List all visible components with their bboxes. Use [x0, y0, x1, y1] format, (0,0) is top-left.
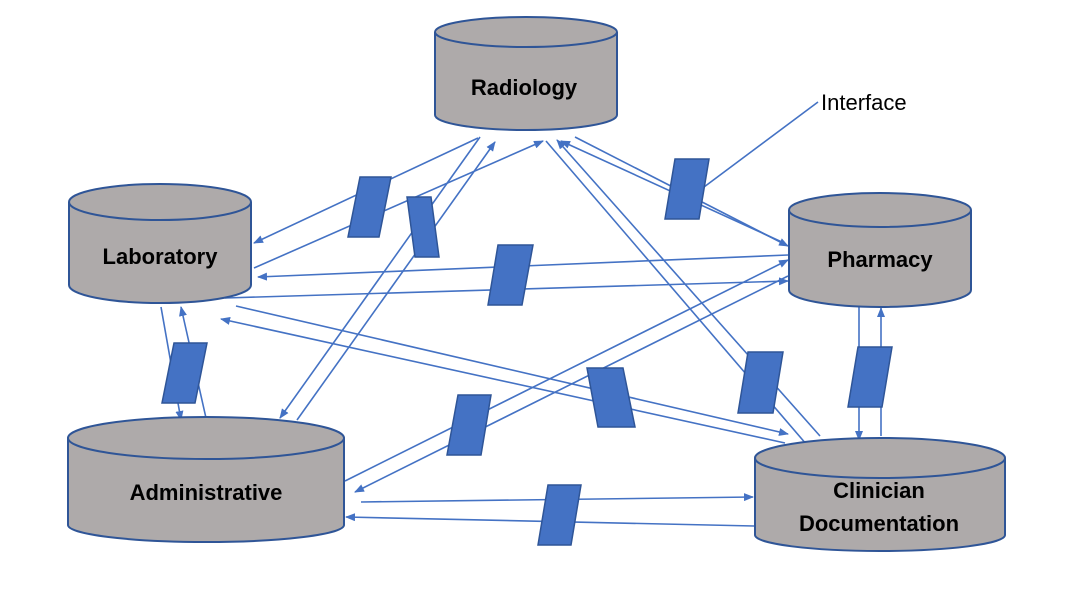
- interface-laboratory-pharmacy[interactable]: [487, 244, 534, 306]
- interface-radiology-pharmacy[interactable]: [664, 158, 710, 220]
- connector-laboratory-to-radiology[interactable]: [253, 140, 544, 269]
- node-laboratory[interactable]: Laboratory: [68, 183, 252, 304]
- node-clinician-documentation[interactable]: Clinician Documentation: [754, 437, 1006, 552]
- interface-radiology-laboratory[interactable]: [347, 176, 392, 238]
- interface-laboratory-clinician[interactable]: [586, 367, 636, 428]
- interface-callout-line: [699, 101, 819, 191]
- node-administrative[interactable]: Administrative: [67, 416, 345, 543]
- interface-administrative-clinician[interactable]: [537, 484, 582, 546]
- node-label-radiology: Radiology: [471, 75, 578, 100]
- node-label-pharmacy: Pharmacy: [827, 247, 933, 272]
- node-pharmacy[interactable]: Pharmacy: [788, 192, 972, 308]
- node-label-laboratory: Laboratory: [103, 244, 219, 269]
- nodes-layer: Radiology Laboratory Pharmacy Administra…: [67, 16, 1006, 552]
- connector-clinician-to-laboratory[interactable]: [220, 317, 786, 444]
- interface-radiology-administrative[interactable]: [406, 196, 440, 258]
- interfaces-layer: [161, 158, 893, 546]
- interface-pharmacy-clinician[interactable]: [847, 346, 893, 408]
- node-label-clinician-line2: Documentation: [799, 511, 959, 536]
- node-radiology[interactable]: Radiology: [434, 16, 618, 131]
- interface-callout-label: Interface: [821, 90, 907, 115]
- interface-administrative-pharmacy[interactable]: [446, 394, 492, 456]
- node-label-clinician-line1: Clinician: [833, 478, 925, 503]
- interface-laboratory-administrative[interactable]: [161, 342, 208, 404]
- interface-radiology-clinician[interactable]: [737, 351, 784, 414]
- connector-laboratory-to-clinician[interactable]: [235, 305, 789, 436]
- connector-administrative-to-radiology[interactable]: [296, 141, 496, 421]
- connector-radiology-to-administrative[interactable]: [279, 136, 481, 419]
- connector-administrative-to-pharmacy[interactable]: [344, 259, 789, 482]
- connector-pharmacy-to-administrative[interactable]: [354, 275, 789, 493]
- node-label-administrative: Administrative: [130, 480, 283, 505]
